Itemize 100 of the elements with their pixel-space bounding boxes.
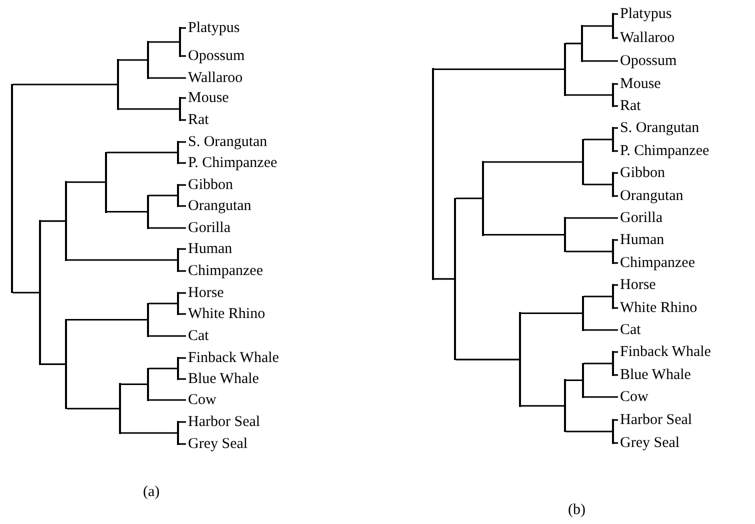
branch-junction-line [482, 161, 484, 236]
branch-line [12, 292, 40, 294]
branch-junction-line [177, 357, 179, 380]
branch-line [148, 41, 180, 43]
species-label: Mouse [186, 89, 229, 107]
branch-junction-line [612, 419, 614, 444]
species-label: Chimpanzee [618, 254, 695, 272]
branch-junction-line [11, 84, 13, 294]
branch-line [614, 307, 618, 309]
branch-line [584, 184, 612, 186]
branch-junction-line [179, 97, 181, 121]
branch-line [118, 59, 148, 61]
branch-line [456, 198, 482, 200]
branch-line [614, 127, 618, 129]
species-label: Cow [186, 391, 216, 409]
branch-line [582, 60, 618, 62]
branch-line [120, 432, 178, 434]
branch-junction-line [454, 198, 456, 360]
branch-junction-line [519, 312, 521, 407]
branch-line [66, 408, 120, 410]
branch-junction-line [65, 318, 67, 410]
branch-junction-line [105, 152, 107, 213]
branch-junction-line [147, 194, 149, 229]
branch-line [584, 296, 612, 298]
species-label: Rat [618, 97, 641, 115]
species-label: Horse [186, 284, 224, 302]
branch-line [148, 227, 186, 229]
branch-junction-line [177, 248, 179, 272]
branch-line [180, 55, 186, 57]
branch-line [178, 162, 186, 164]
branch-line [40, 220, 66, 222]
branch-line [584, 396, 618, 398]
species-label: Platypus [618, 5, 672, 23]
species-label: Wallaroo [186, 69, 243, 87]
species-label: Gorilla [186, 219, 230, 237]
panel-caption: (a) [143, 484, 160, 501]
branch-line [66, 181, 106, 183]
branch-line [614, 172, 618, 174]
branch-line [566, 379, 582, 382]
branch-line [178, 313, 186, 315]
branch-junction-line [564, 42, 566, 96]
branch-line [178, 270, 186, 272]
branch-junction-line [65, 181, 67, 261]
species-label: Finback Whale [186, 349, 279, 367]
species-label: White Rhino [186, 305, 266, 323]
branch-line [614, 105, 618, 107]
branch-line [584, 329, 618, 331]
branch-line [484, 161, 582, 163]
species-label: Rat [186, 111, 209, 129]
branch-junction-line [612, 13, 614, 39]
branch-line [614, 351, 618, 353]
branch-junction-line [582, 138, 584, 186]
branch-line [614, 150, 618, 152]
species-label: Wallaroo [618, 29, 675, 47]
branch-line [584, 138, 612, 140]
species-label: Opossum [186, 47, 245, 65]
species-label: Opossum [618, 52, 677, 70]
branch-line [434, 68, 564, 70]
branch-line [180, 119, 186, 121]
branch-line [178, 357, 186, 359]
branch-junction-line [432, 68, 434, 280]
branch-line [484, 234, 564, 236]
panel-caption: (b) [568, 502, 586, 519]
species-label: White Rhino [618, 299, 698, 317]
species-label: S. Orangutan [618, 119, 700, 137]
branch-junction-line [582, 296, 584, 331]
species-label: Human [618, 231, 664, 249]
branch-junction-line [179, 27, 181, 57]
branch-junction-line [612, 351, 614, 376]
species-label: Cat [618, 321, 641, 339]
branch-junction-line [564, 379, 566, 432]
branch-line [178, 292, 186, 294]
branch-junction-line [147, 302, 149, 337]
branch-line [456, 358, 520, 360]
branch-junction-line [147, 41, 149, 79]
branch-line [180, 97, 186, 99]
branch-line [178, 421, 186, 423]
branch-junction-line [612, 284, 614, 309]
branch-junction-line [119, 383, 121, 434]
branch-line [584, 362, 612, 364]
branch-line [106, 210, 148, 213]
branch-line [178, 205, 186, 207]
species-label: Blue Whale [186, 370, 259, 388]
branch-line [148, 399, 186, 401]
branch-line [614, 284, 618, 286]
branch-line [614, 419, 618, 421]
branch-line [614, 239, 618, 241]
branch-junction-line [177, 141, 179, 164]
branch-line [614, 374, 618, 376]
branch-line [148, 194, 178, 196]
branch-line [582, 25, 612, 27]
branch-junction-line [581, 25, 583, 62]
branch-line [614, 83, 618, 85]
species-label: Harbor Seal [618, 411, 692, 429]
branch-line [566, 94, 612, 96]
branch-junction-line [612, 83, 614, 107]
branch-line [434, 278, 454, 280]
species-label: Chimpanzee [186, 262, 263, 280]
branch-line [118, 108, 180, 110]
species-label: P. Chimpanzee [618, 142, 710, 160]
